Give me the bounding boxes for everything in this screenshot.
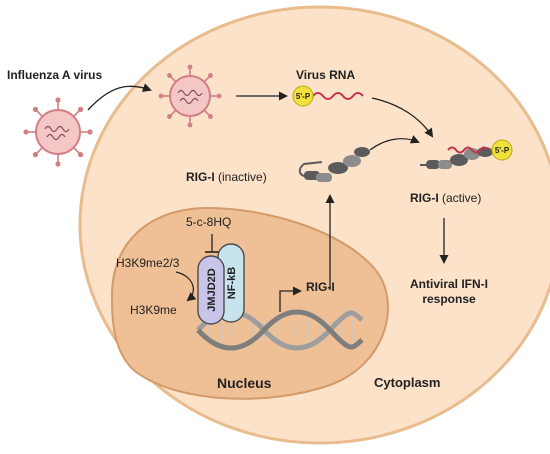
jmjd2d-label: JMJD2D [206, 268, 218, 311]
rig-i-active-state: (active) [438, 191, 482, 205]
activation-arrow [369, 135, 420, 151]
nucleus [110, 206, 389, 400]
rig-i-inactive-state: (inactive) [214, 170, 267, 184]
rig-i-gene-label: RIG-I [306, 280, 335, 294]
rig-i-active-name: RIG-I [410, 191, 439, 205]
jmjd2d-protein [197, 255, 225, 325]
five-prime-label-virus: 5'-P [296, 92, 311, 101]
h3k9me-label: H3K9me [130, 303, 177, 317]
antiviral-response-label: Antiviral IFN-I response [410, 277, 489, 306]
rig-i-active-protein: 5'-P [420, 139, 513, 169]
inhibitor-label: 5-c-8HQ [186, 215, 232, 229]
influenza-virus-extracellular [23, 97, 93, 167]
virus-rna: 5'-P [292, 85, 364, 107]
five-prime-cap-active [491, 139, 513, 161]
h3k9me23-label: H3K9me2/3 [116, 256, 180, 270]
rig-i-inactive-name: RIG-I [186, 170, 215, 184]
nucleus-label: Nucleus [217, 375, 272, 391]
transcription-start-arrow [279, 286, 302, 312]
rna-binding-arrow [371, 97, 434, 138]
virus-rna-label: Virus RNA [296, 68, 356, 82]
five-prime-label-active: 5'-P [495, 146, 510, 155]
rig-i-inactive-protein [298, 147, 370, 182]
entry-arrow [87, 83, 152, 111]
influenza-label: Influenza A virus [7, 68, 103, 82]
cytoplasm-label: Cytoplasm [374, 375, 441, 390]
rig-i-inactive-label: RIG-I (inactive) [186, 170, 267, 184]
demethylation-arrow [175, 271, 197, 302]
influenza-virus-intracellular [158, 64, 222, 128]
five-prime-cap-virus [292, 85, 314, 107]
nfkb-label: NF-kB [226, 267, 238, 299]
rig-i-active-label: RIG-I (active) [410, 191, 481, 205]
